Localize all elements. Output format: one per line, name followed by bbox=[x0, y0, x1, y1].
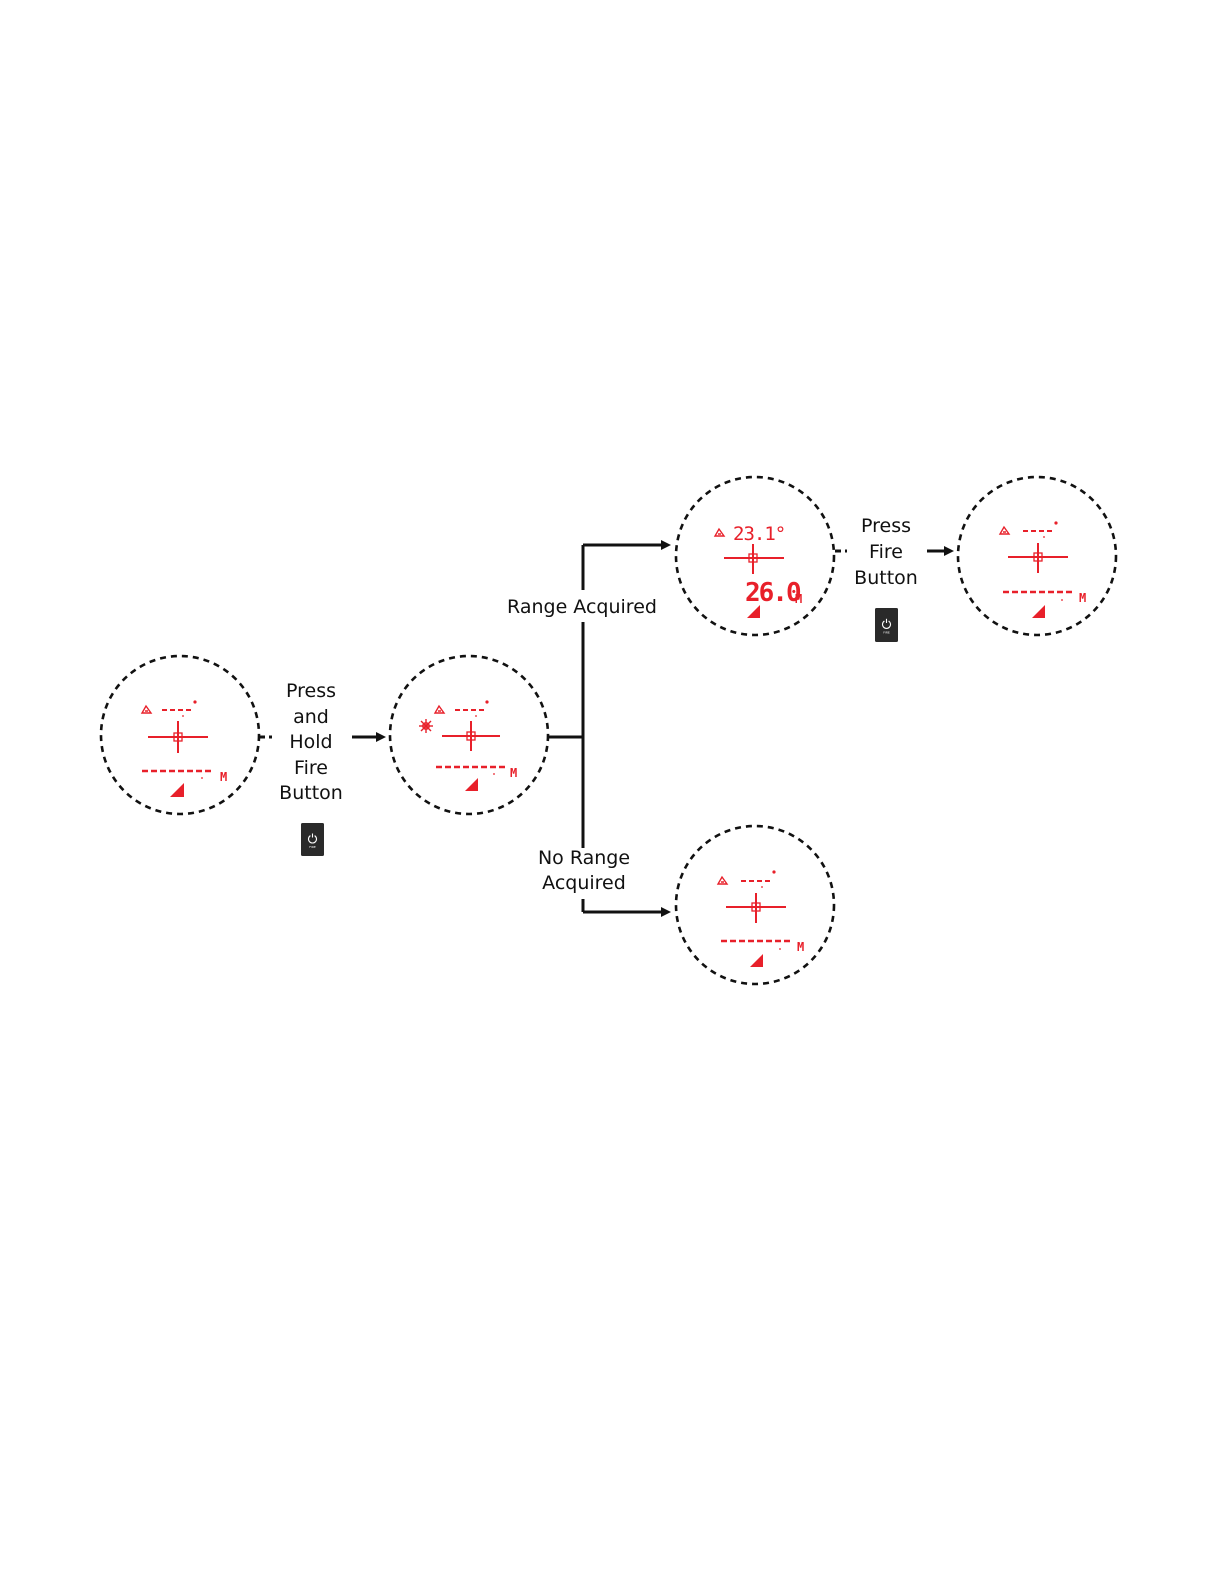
crosshair-icon bbox=[1008, 543, 1068, 573]
small-dot-2 bbox=[1061, 599, 1063, 601]
small-dot-2 bbox=[493, 773, 495, 775]
angle-icon bbox=[718, 877, 727, 884]
distance-readout: 26.0 bbox=[745, 578, 801, 608]
angle-icon bbox=[1000, 527, 1009, 534]
small-dot bbox=[1043, 536, 1045, 538]
small-dot bbox=[475, 715, 477, 717]
small-dot-2 bbox=[779, 948, 781, 950]
fire-button-1[interactable]: FIRE bbox=[301, 823, 324, 856]
signal-icon bbox=[170, 783, 184, 797]
label-press-fire-1: Press bbox=[861, 515, 911, 537]
degree-dot bbox=[485, 700, 488, 703]
label-press-hold-1: Press bbox=[286, 680, 336, 702]
label-press-hold-3: Hold bbox=[289, 731, 332, 753]
small-dot bbox=[182, 715, 184, 717]
laser-active-icon bbox=[419, 719, 433, 733]
degree-dot bbox=[193, 700, 196, 703]
signal-icon bbox=[465, 778, 478, 791]
signal-icon bbox=[1032, 605, 1045, 618]
fire-button-label: FIRE bbox=[309, 845, 316, 849]
display-reset: M bbox=[958, 477, 1116, 635]
unit-m: M bbox=[220, 770, 227, 784]
label-press-hold-4: Fire bbox=[294, 757, 328, 779]
display-idle: M bbox=[101, 656, 259, 814]
fire-button-label: FIRE bbox=[883, 631, 890, 635]
signal-icon bbox=[750, 954, 763, 967]
display-range-acquired: 23.1° 26.0 M bbox=[676, 477, 834, 635]
crosshair-icon bbox=[148, 721, 208, 753]
unit-m: M bbox=[795, 592, 802, 606]
angle-icon bbox=[142, 706, 151, 713]
fire-button-body bbox=[875, 608, 898, 642]
small-dot-2 bbox=[201, 777, 203, 779]
angle-icon bbox=[715, 529, 724, 536]
fire-button-2[interactable]: FIRE bbox=[875, 608, 898, 642]
degree-dot bbox=[1054, 521, 1057, 524]
angle-readout: 23.1° bbox=[733, 523, 785, 545]
angle-icon bbox=[435, 706, 444, 713]
unit-m: M bbox=[1079, 591, 1086, 605]
display-scanning: M bbox=[390, 656, 548, 814]
crosshair-icon bbox=[726, 893, 786, 923]
unit-m: M bbox=[797, 940, 804, 954]
label-press-fire-2: Fire bbox=[869, 541, 903, 563]
label-press-hold-5: Button bbox=[279, 782, 343, 804]
fire-button-body bbox=[301, 823, 324, 856]
unit-m: M bbox=[510, 766, 517, 780]
label-press-fire-3: Button bbox=[854, 567, 918, 589]
small-dot bbox=[761, 886, 763, 888]
flow-labels: Press and Hold Fire Button Range Acquire… bbox=[279, 515, 918, 894]
label-press-hold-2: and bbox=[293, 706, 329, 728]
degree-dot bbox=[772, 870, 775, 873]
label-range-acquired: Range Acquired bbox=[507, 596, 657, 618]
crosshair-icon bbox=[724, 544, 784, 574]
display-no-range: M bbox=[676, 826, 834, 984]
label-no-range-1: No Range bbox=[538, 847, 630, 869]
crosshair-icon bbox=[442, 721, 500, 751]
label-no-range-2: Acquired bbox=[542, 872, 626, 894]
